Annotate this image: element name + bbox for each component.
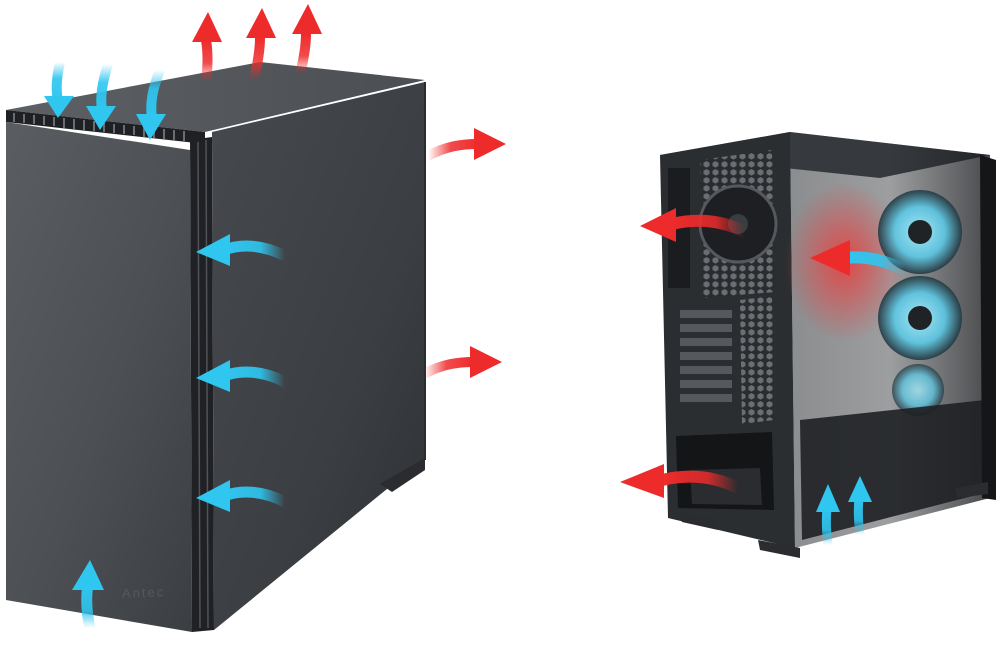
exhaust-arrow-head bbox=[192, 12, 222, 42]
exhaust-arrow-head bbox=[292, 4, 322, 34]
front-rail bbox=[190, 137, 214, 632]
rear-mesh-side bbox=[740, 296, 774, 424]
intake-arrow-head bbox=[196, 234, 230, 266]
exhaust-arrow bbox=[419, 357, 479, 379]
exhaust-arrow-head bbox=[246, 8, 276, 38]
psu-shroud bbox=[800, 400, 988, 540]
exhaust-arrow-head bbox=[620, 464, 664, 498]
top-vent-slats bbox=[6, 110, 205, 144]
left-case-brand-logo: Antec bbox=[121, 584, 166, 601]
intake-arrows-front-side bbox=[196, 234, 291, 512]
exhaust-arrow bbox=[423, 139, 483, 161]
left-case-top bbox=[6, 62, 425, 132]
intake-arrow bbox=[821, 503, 833, 550]
exhaust-arrow-head bbox=[470, 346, 502, 378]
intake-arrow-head bbox=[196, 480, 230, 512]
intake-arrow bbox=[853, 493, 865, 540]
left-case-side-panel bbox=[212, 82, 425, 630]
exhaust-arrows-rear bbox=[419, 128, 506, 379]
expansion-slots bbox=[680, 310, 732, 402]
left-case-front-panel bbox=[6, 122, 192, 632]
exhaust-arrows-top bbox=[192, 4, 322, 87]
exhaust-arrow bbox=[295, 29, 311, 79]
intake-arrow-head bbox=[72, 560, 104, 590]
exhaust-arrow-head bbox=[474, 128, 506, 160]
exhaust-arrow-head bbox=[640, 208, 676, 242]
left-case bbox=[6, 62, 426, 632]
intake-arrow-head bbox=[196, 360, 230, 392]
exhaust-arrow bbox=[666, 214, 751, 238]
intake-arrow-head bbox=[44, 96, 74, 118]
intake-arrows-top bbox=[44, 57, 166, 140]
right-case-feet bbox=[680, 512, 718, 530]
exhaust-arrow bbox=[249, 33, 265, 85]
intake-arrow-head bbox=[848, 476, 872, 502]
right-case-exhaust-arrows bbox=[620, 208, 751, 498]
intake-arrow-bottom bbox=[72, 560, 104, 634]
intake-arrow-head bbox=[136, 114, 166, 140]
exhaust-arrow bbox=[201, 35, 213, 87]
intake-arrow-head bbox=[816, 484, 840, 512]
right-case bbox=[660, 132, 996, 558]
intake-arrow bbox=[81, 578, 96, 634]
front-fan-bottom bbox=[892, 364, 944, 416]
right-case-internal-flow bbox=[810, 240, 911, 276]
front-intake-fans bbox=[878, 190, 962, 416]
right-case-bottom-intake bbox=[816, 476, 872, 550]
left-case-foot bbox=[380, 458, 425, 492]
intake-arrow-head bbox=[86, 106, 116, 130]
internal-flow-arrow-head bbox=[810, 240, 850, 276]
exhaust-arrow bbox=[656, 470, 744, 494]
glass-frame bbox=[980, 155, 996, 500]
